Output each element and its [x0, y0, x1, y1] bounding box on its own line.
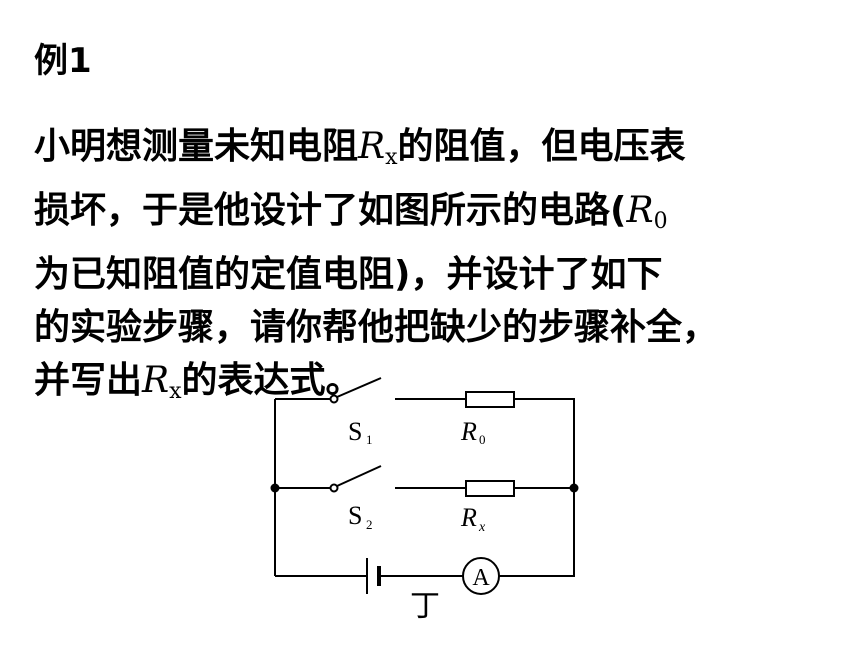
problem-text: 小明想测量未知电阻Rx的阻值，但电压表 损坏，于是他设计了如图所示的电路(R0 …	[34, 120, 854, 418]
problem-line-3: 为已知阻值的定值电阻)，并设计了如下	[34, 254, 663, 295]
switch1-pivot	[329, 394, 339, 404]
resistor-rx-label: R	[460, 503, 477, 532]
switch2-subscript: 2	[366, 517, 373, 532]
rx-variable-2: R	[142, 360, 170, 401]
wire-top-right	[514, 398, 575, 488]
ammeter-label: A	[472, 565, 490, 591]
problem-text-fragment: 损坏，于是他设计了如图所示的电路(	[34, 190, 627, 231]
switch1-blade	[336, 377, 382, 398]
resistor-rx-body	[465, 480, 515, 497]
problem-text-fragment: 的阻值，但电压表	[397, 126, 686, 167]
wire-bottom-right	[499, 488, 575, 577]
problem-line-2: 损坏，于是他设计了如图所示的电路(R0	[34, 184, 854, 248]
r0-variable: R	[626, 190, 654, 231]
problem-text-fragment: 并写出	[34, 360, 143, 401]
switch2-pivot	[329, 483, 339, 493]
rx-subscript: x	[385, 145, 398, 170]
switch1-label: S	[348, 417, 362, 446]
resistor-rx-subscript: x	[478, 520, 486, 535]
resistor-r0-subscript: 0	[479, 432, 486, 447]
switch1-subscript: 1	[366, 432, 373, 447]
rx-subscript-2: x	[169, 379, 182, 404]
r0-subscript: 0	[653, 209, 668, 234]
rx-variable: R	[358, 126, 386, 167]
junction-left	[270, 483, 280, 493]
example-heading: 例1	[34, 41, 92, 81]
figure-label: 丁	[410, 590, 440, 623]
resistor-r0-label: R	[460, 417, 477, 446]
switch2-label: S	[348, 501, 362, 530]
problem-line-1: 小明想测量未知电阻Rx的阻值，但电压表	[34, 120, 854, 184]
problem-line-4: 的实验步骤，请你帮他把缺少的步骤补全，	[34, 307, 719, 348]
problem-text-fragment: 的表达式。	[181, 360, 362, 401]
problem-line-5: 并写出Rx的表达式。	[34, 354, 854, 418]
problem-text-fragment: 小明想测量未知电阻	[34, 126, 359, 167]
resistor-r0-body	[465, 391, 515, 408]
junction-right	[569, 483, 579, 493]
switch2-blade	[336, 465, 382, 487]
